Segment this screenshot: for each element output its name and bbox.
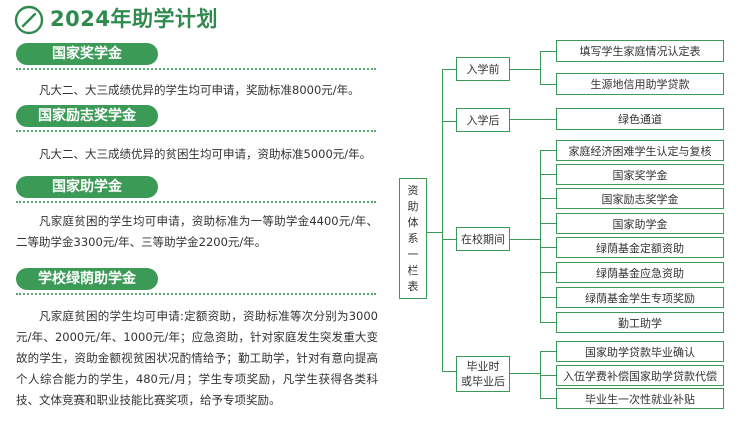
section-divider (16, 201, 376, 203)
leaf-item: 入伍学费补偿国家助学贷款代偿 (556, 365, 724, 386)
section-divider (16, 130, 376, 132)
section-heading-national-grant: 国家助学金 (16, 176, 158, 198)
section-divider (16, 68, 376, 70)
page-title: 2024年助学计划 (50, 7, 218, 31)
connector-line (442, 239, 456, 240)
connector-line (540, 150, 541, 322)
leaf-item: 勤工助学 (556, 312, 724, 333)
connector-line (540, 150, 556, 151)
section-text-school-grant: 凡家庭贫困的学生均可申请:定额资助，资助标准等次分别为3000元/年、2000元… (16, 309, 378, 407)
stage-graduation: 毕业时 或毕业后 (456, 356, 510, 392)
connector-line (540, 297, 556, 298)
connector-line (510, 69, 540, 70)
diagram-root: 资助体系一栏表 (399, 178, 427, 299)
connector-line (540, 198, 556, 199)
connector-line (540, 247, 556, 248)
connector-line (540, 272, 556, 273)
section-heading-national-scholarship: 国家奖学金 (16, 43, 158, 65)
connector-line (540, 84, 556, 85)
leaf-item: 国家励志奖学金 (556, 188, 724, 209)
section-text-national-scholarship: 凡大二、大三成绩优异的学生均可申请，奖励标准8000元/年。 (39, 83, 360, 97)
connector-line (540, 351, 556, 352)
connector-line (426, 232, 442, 233)
connector-line (442, 69, 443, 371)
section-heading-school-grant: 学校绿荫助学金 (16, 268, 158, 290)
stage-graduation-line1: 毕业时 (466, 360, 500, 373)
stage-before-enrollment: 入学前 (456, 57, 510, 81)
connector-line (540, 375, 556, 376)
stage-after-enrollment: 入学后 (456, 108, 510, 132)
connector-line (540, 223, 556, 224)
leaf-item: 绿荫基金定额资助 (556, 237, 724, 258)
leaf-item: 毕业生一次性就业补贴 (556, 388, 724, 409)
leaf-item: 国家助学金 (556, 213, 724, 234)
connector-line (540, 351, 541, 398)
connector-line (442, 121, 456, 122)
leaf-item: 填写学生家庭情况认定表 (556, 40, 724, 62)
leaf-item: 生源地信用助学贷款 (556, 73, 724, 95)
connector-line (540, 51, 541, 84)
gauge-icon (14, 5, 44, 35)
section-text-inspirational-scholarship: 凡大二、大三成绩优异的贫困生均可申请，资助标准5000元/年。 (39, 147, 372, 161)
leaf-item: 国家奖学金 (556, 164, 724, 185)
section-heading-inspirational-scholarship: 国家励志奖学金 (16, 105, 158, 127)
leaf-item: 绿色通道 (556, 108, 724, 130)
section-text-national-grant: 凡家庭贫困的学生均可申请，资助标准为一等助学金4400元/年、二等助学金3300… (16, 214, 378, 249)
connector-line (442, 69, 456, 70)
connector-line (510, 373, 540, 374)
connector-line (442, 371, 456, 372)
leaf-item: 国家助学贷款毕业确认 (556, 341, 724, 362)
section-divider (16, 293, 376, 295)
connector-line (510, 239, 540, 240)
connector-line (540, 398, 556, 399)
connector-line (540, 174, 556, 175)
stage-graduation-line2: 或毕业后 (461, 375, 505, 388)
connector-line (510, 119, 556, 120)
connector-line (540, 51, 556, 52)
leaf-item: 绿荫基金应急资助 (556, 262, 724, 283)
connector-line (540, 322, 556, 323)
stage-during-school: 在校期间 (456, 227, 510, 251)
leaf-item: 家庭经济困难学生认定与复核 (556, 140, 724, 161)
leaf-item: 绿荫基金学生专项奖励 (556, 287, 724, 308)
